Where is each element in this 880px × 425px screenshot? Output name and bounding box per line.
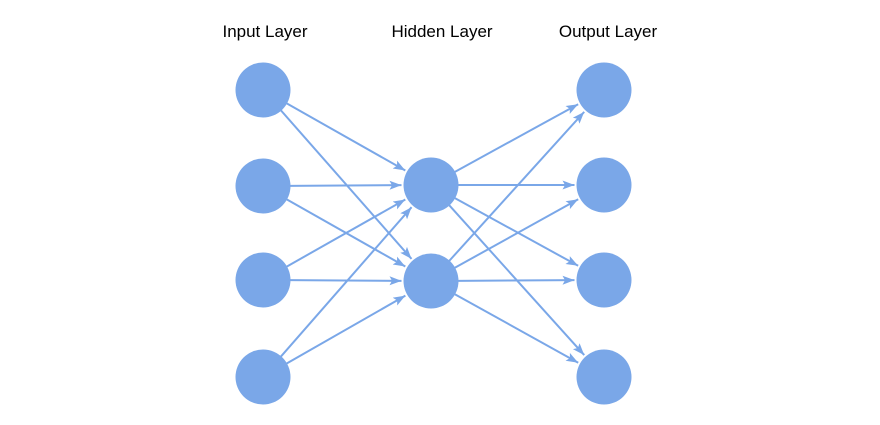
- output-node-2: [576, 157, 632, 213]
- input-node-1: [235, 62, 291, 118]
- edge-input-1-to-hidden-1: [285, 102, 406, 172]
- edge-hidden-2-to-output-1: [448, 111, 585, 263]
- hidden-node-1: [403, 157, 459, 213]
- edge-input-4-to-hidden-2: [285, 294, 406, 365]
- output-layer-label: Output Layer: [559, 22, 658, 41]
- hidden-node-2: [403, 253, 459, 309]
- edge-hidden-2-to-output-4: [453, 292, 579, 364]
- edge-input-2-to-hidden-1: [289, 180, 402, 190]
- input-layer-label: Input Layer: [222, 22, 307, 41]
- output-node-4: [576, 349, 632, 405]
- input-node-3: [235, 252, 291, 308]
- input-node-4: [235, 349, 291, 405]
- edge-input-3-to-hidden-1: [285, 198, 406, 268]
- edge-input-3-to-hidden-2: [289, 276, 402, 286]
- edge-input-4-to-hidden-1: [279, 206, 413, 358]
- output-node-1: [576, 62, 632, 118]
- edge-input-1-to-hidden-2: [279, 109, 413, 260]
- edge-hidden-1-to-output-1: [453, 103, 579, 174]
- edge-hidden-1-to-output-3: [453, 196, 579, 267]
- input-node-2: [235, 158, 291, 214]
- edge-hidden-2-to-output-3: [457, 275, 575, 285]
- edge-hidden-2-to-output-2: [453, 198, 579, 270]
- hidden-layer-label: Hidden Layer: [391, 22, 492, 41]
- output-node-3: [576, 252, 632, 308]
